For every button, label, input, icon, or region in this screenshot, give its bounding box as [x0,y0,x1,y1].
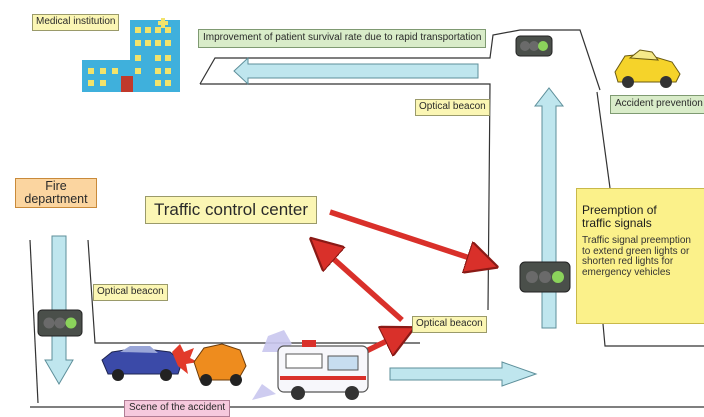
crashed-cars-icon [101,343,247,386]
traffic-signal-icon [37,309,83,337]
label-optical-beacon-left: Optical beacon [93,284,168,301]
label-medical-institution: Medical institution [32,14,120,31]
hospital-building-icon [82,18,180,92]
preemption-description: Traffic signal preemption to extend gree… [582,235,691,278]
label-optical-beacon-top: Optical beacon [415,99,490,116]
label-accident-prevention: Accident prevention [610,95,704,114]
label-fire-department: Fire department [15,178,97,209]
comm-arrows [318,209,488,361]
flow-arrow-to-hospital [233,56,479,86]
comm-arrow-to-center [318,245,404,323]
ambulance-icon [252,330,369,400]
comm-arrow-to-signal [329,209,488,264]
label-improvement-survival: Improvement of patient survival rate due… [198,29,487,48]
label-scene-of-accident: Scene of the accident [124,400,231,417]
flow-arrow-right-bottom [389,361,538,387]
label-traffic-control-center: Traffic control center [145,196,318,224]
preemption-box: Preemption of traffic signals Traffic si… [576,188,704,324]
traffic-signal-icon [519,261,571,293]
traffic-signal-icon [515,35,553,57]
label-optical-beacon-center: Optical beacon [412,316,487,333]
preemption-title: Preemption of traffic signals [582,203,657,231]
car-icon [614,49,681,88]
